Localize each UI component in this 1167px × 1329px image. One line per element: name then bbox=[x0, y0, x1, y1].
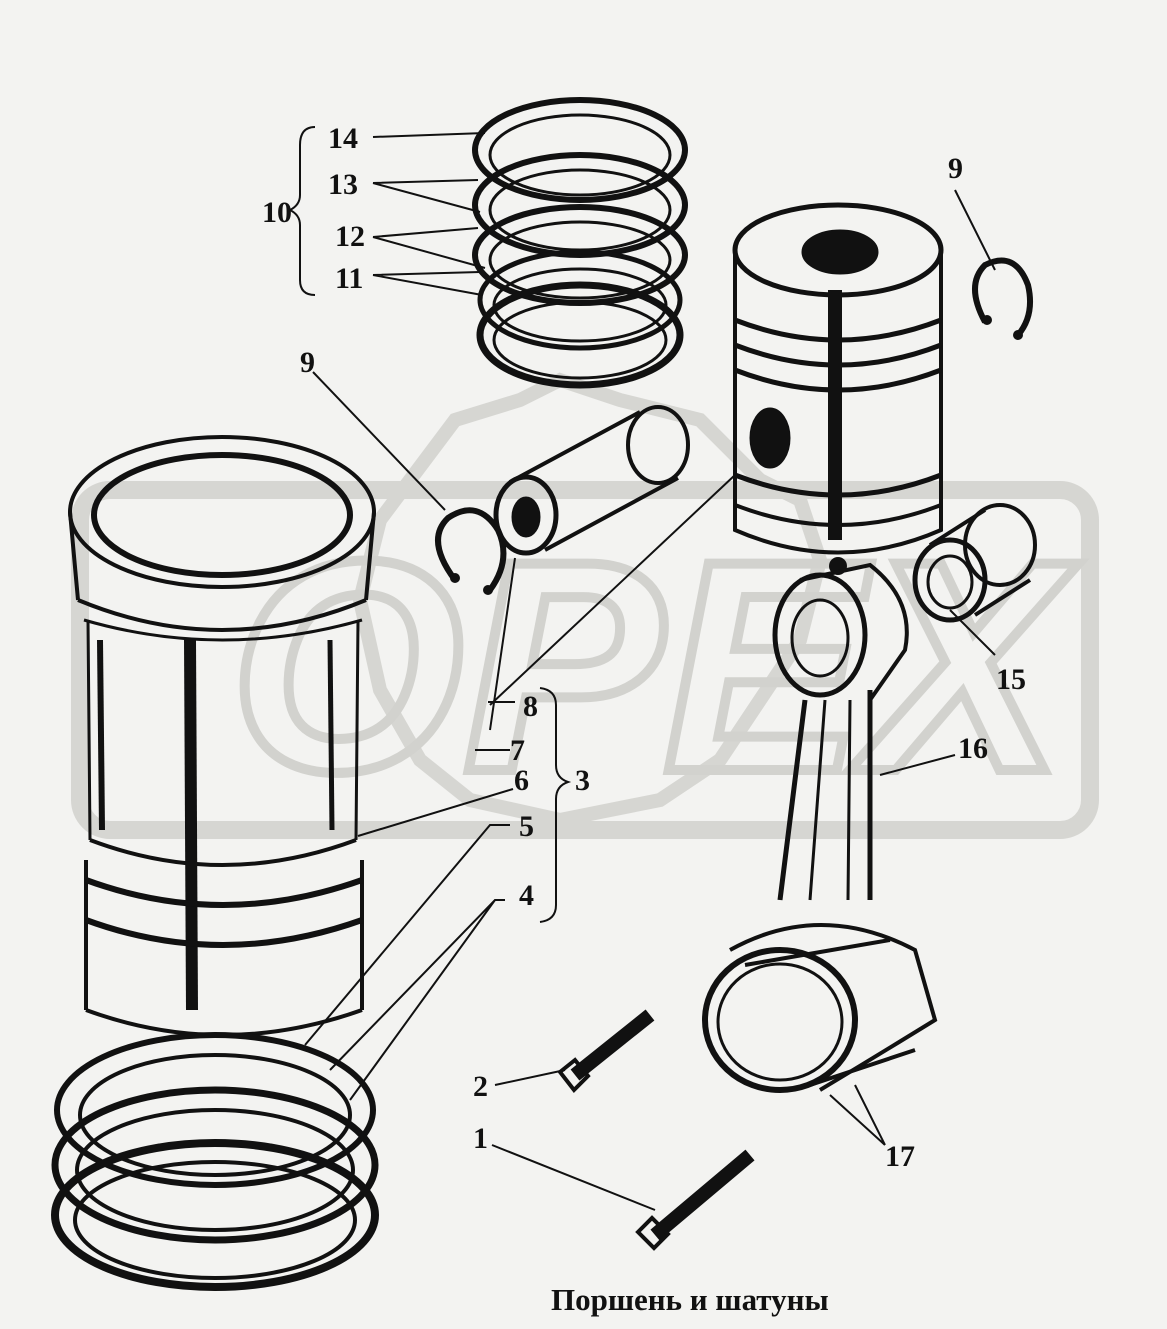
callout-3: 3 bbox=[575, 764, 590, 797]
bearing-shells bbox=[702, 938, 916, 1093]
diagram-caption: Поршень и шатуны bbox=[551, 1282, 829, 1317]
callout-15: 15 bbox=[996, 663, 1026, 696]
small-end-bushing bbox=[912, 503, 1037, 623]
callout-9-left: 9 bbox=[300, 346, 315, 379]
callout-14: 14 bbox=[328, 122, 358, 155]
callout-16: 16 bbox=[958, 732, 988, 765]
callout-9-right: 9 bbox=[948, 152, 963, 185]
callout-10: 10 bbox=[262, 196, 292, 229]
bolt-long bbox=[635, 1149, 755, 1251]
callout-6: 6 bbox=[514, 764, 529, 797]
callout-4: 4 bbox=[519, 879, 534, 912]
callout-13: 13 bbox=[328, 168, 358, 201]
piston-pin bbox=[493, 405, 690, 556]
piston bbox=[732, 202, 944, 555]
callout-8: 8 bbox=[523, 690, 538, 723]
callout-2: 2 bbox=[473, 1070, 488, 1103]
piston-rings bbox=[472, 97, 688, 389]
callout-1: 1 bbox=[473, 1122, 488, 1155]
callout-5: 5 bbox=[519, 810, 534, 843]
connecting-rod bbox=[729, 557, 938, 1092]
liner-seal-rings bbox=[51, 1032, 379, 1291]
leader-lines bbox=[287, 126, 996, 1211]
callout-7: 7 bbox=[510, 734, 525, 767]
circlip-left bbox=[435, 507, 507, 595]
callout-11: 11 bbox=[335, 262, 363, 295]
bolt-short bbox=[557, 1009, 655, 1094]
callout-17: 17 bbox=[885, 1140, 915, 1173]
circlip-right bbox=[972, 257, 1033, 340]
callout-12: 12 bbox=[335, 220, 365, 253]
